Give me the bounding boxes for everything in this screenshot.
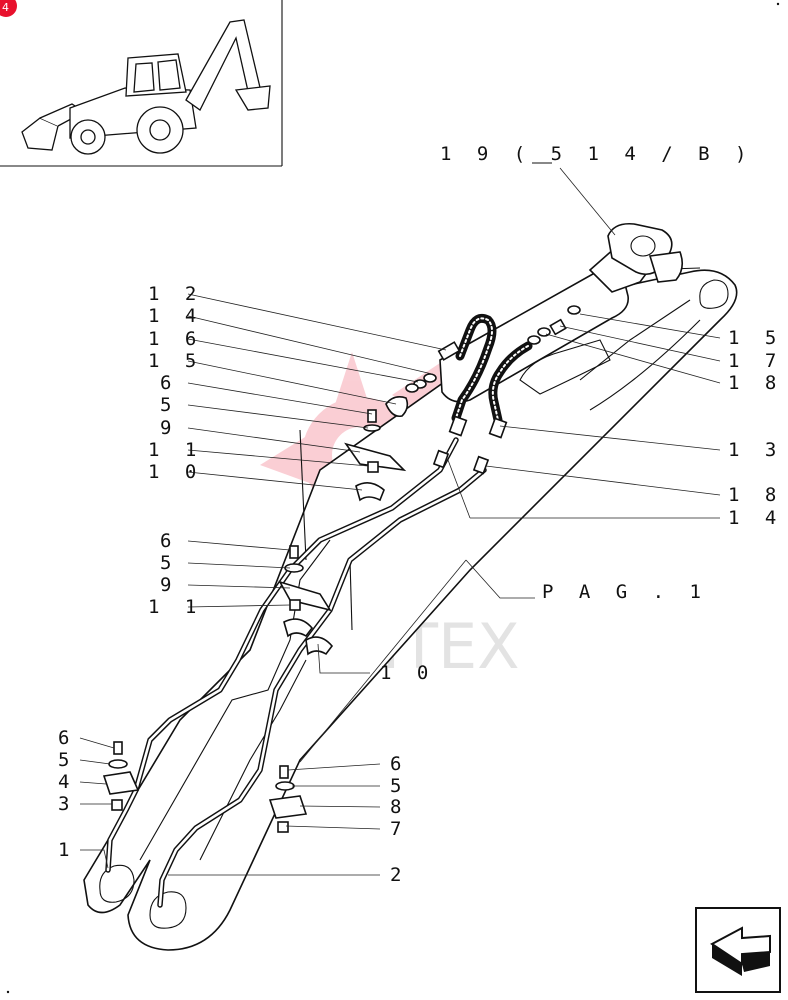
label-11-mid: 1 1: [148, 596, 203, 618]
label-5: 5: [160, 394, 178, 416]
label-17-right: 1 7: [728, 350, 783, 372]
label-6-mid: 6: [160, 530, 178, 552]
label-10-mid: 1 0: [380, 662, 435, 684]
page-ref-label: P A G . 1: [542, 581, 708, 603]
badge-text: 4: [2, 1, 9, 14]
label-10: 1 0: [148, 461, 203, 483]
label-15-right: 1 5: [728, 327, 783, 349]
hydraulic-hoses: [451, 313, 533, 425]
label-5-rlow: 5: [390, 775, 408, 797]
label-18-right: 1 8: [728, 372, 783, 394]
label-6-rlow: 6: [390, 753, 408, 775]
nav-back-button[interactable]: [695, 907, 781, 993]
label-8-rlow: 8: [390, 796, 408, 818]
machine-thumbnail: [0, 0, 283, 167]
clamp-lower-left: [102, 741, 140, 811]
label-11: 1 1: [148, 439, 203, 461]
label-15: 1 5: [148, 350, 203, 372]
label-5-low: 5: [58, 749, 76, 771]
label-12: 1 2: [148, 283, 203, 305]
label-7-rlow: 7: [390, 818, 408, 840]
label-9-mid: 9: [160, 574, 178, 596]
hydraulic-cylinder: [439, 222, 684, 403]
arrow-back-icon: [710, 926, 771, 976]
label-16: 1 6: [148, 328, 203, 350]
label-4-low: 4: [58, 771, 76, 793]
label-13-right: 1 3: [728, 439, 783, 461]
label-14: 1 4: [148, 305, 203, 327]
clamp-lower-right: [268, 765, 308, 833]
clamp-middle: [278, 545, 334, 656]
part-labels: 1 9 ( 5 1 4 / B ) P A G . 1 1 2 1 4 1 6 …: [58, 143, 783, 886]
label-2-rlow: 2: [390, 864, 408, 886]
fittings: [385, 305, 581, 475]
clamp-upper: [344, 409, 407, 502]
label-6: 6: [160, 372, 178, 394]
leader-lines: [79, 167, 721, 876]
label-1-low: 1: [58, 839, 76, 861]
label-5-mid: 5: [160, 552, 178, 574]
pipe-1: [105, 437, 459, 873]
ref-label-19-514b: 1 9 ( 5 1 4 / B ): [440, 143, 753, 165]
label-3-low: 3: [58, 793, 76, 815]
pipe-2: [157, 467, 487, 908]
backhoe-loader-icon: [21, 19, 271, 155]
label-18b-right: 1 8: [728, 484, 783, 506]
label-14-right: 1 4: [728, 507, 783, 529]
corner-badge: 4: [0, 0, 17, 17]
label-6-low: 6: [58, 727, 76, 749]
label-9: 9: [160, 417, 178, 439]
